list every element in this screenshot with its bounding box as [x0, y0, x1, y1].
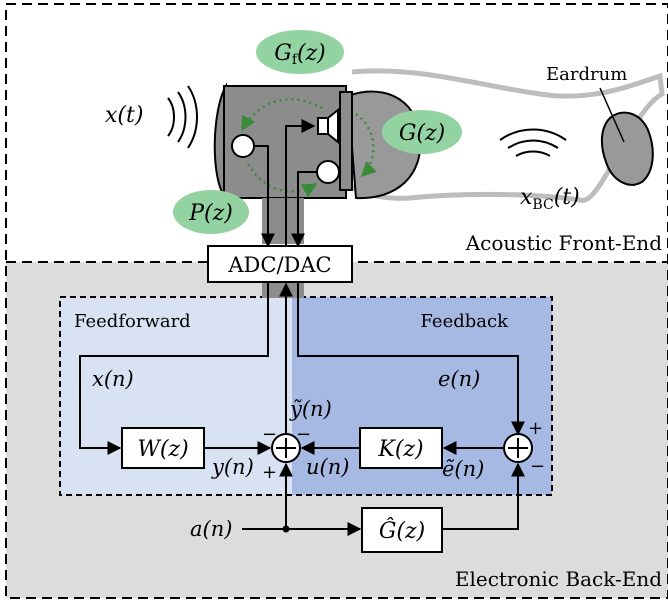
Ghat-to-sum2-path: [442, 462, 525, 530]
adc-dac-block: [207, 245, 353, 283]
K-label: K(z): [377, 437, 423, 462]
bone-conduction-waves-icon: [499, 128, 567, 157]
eardrum: [600, 111, 654, 186]
xn-signal-path: [79, 282, 269, 455]
controller-frame: [59, 296, 553, 496]
summing-junction-1: [271, 433, 301, 463]
ytilde-label: ỹ(n): [289, 397, 332, 421]
transfer-P-label: P(z): [188, 201, 233, 226]
feedback-label: Feedback: [420, 311, 509, 332]
transfer-G-badge: [382, 110, 462, 154]
sum2-sign-top: +: [528, 418, 543, 439]
primary-acoustic-path: [246, 163, 318, 198]
bone-conduction-label: xBC(t): [520, 185, 580, 213]
eardrum-pointer: [599, 87, 625, 143]
Ghat-label: Ĝ(z): [379, 517, 425, 544]
transfer-Gf-badge: [256, 30, 344, 74]
ref-mic-wire: [254, 145, 275, 248]
sum2-sign-bottom: −: [530, 456, 545, 477]
transfer-Gf-label: Gf(z): [274, 41, 326, 68]
eardrum-label: Eardrum: [546, 64, 627, 85]
speaker-icon: [317, 107, 339, 145]
yn-label: y(n): [211, 455, 254, 479]
sum1-sign-top: −: [296, 424, 311, 445]
outer-frame: [5, 3, 668, 599]
branch-dot: [282, 525, 290, 533]
front-plate: [339, 91, 353, 191]
W-block: [121, 427, 205, 469]
feedforward-label: Feedforward: [74, 311, 191, 332]
back-end-label: Electronic Back-End: [455, 567, 662, 591]
xn-label: x(n): [92, 367, 134, 391]
W-label: W(z): [137, 437, 188, 462]
error-microphone-icon: [316, 160, 340, 184]
transfer-P-badge: [173, 190, 249, 234]
sum1-sign-left: −: [262, 424, 277, 445]
an-label: a(n): [190, 517, 232, 541]
sum1-sign-bottom: +: [262, 462, 277, 483]
K-block: [359, 427, 443, 469]
adc-dac-label: ADC/DAC: [227, 253, 331, 277]
input-signal-label: x(t): [105, 103, 143, 128]
incoming-sound-waves-icon: [167, 85, 198, 149]
err-mic-wire: [291, 171, 317, 248]
en-label: e(n): [438, 367, 480, 391]
un-label: u(n): [306, 455, 349, 479]
reference-microphone-icon: [231, 134, 255, 158]
secondary-acoustic-path: [355, 112, 377, 178]
etilde-label: ẽ(n): [442, 457, 484, 481]
speaker-wire: [285, 119, 316, 246]
en-signal-path: [297, 282, 525, 436]
transfer-G-label: G(z): [399, 121, 445, 146]
front-end-label: Acoustic Front-End: [465, 231, 662, 255]
